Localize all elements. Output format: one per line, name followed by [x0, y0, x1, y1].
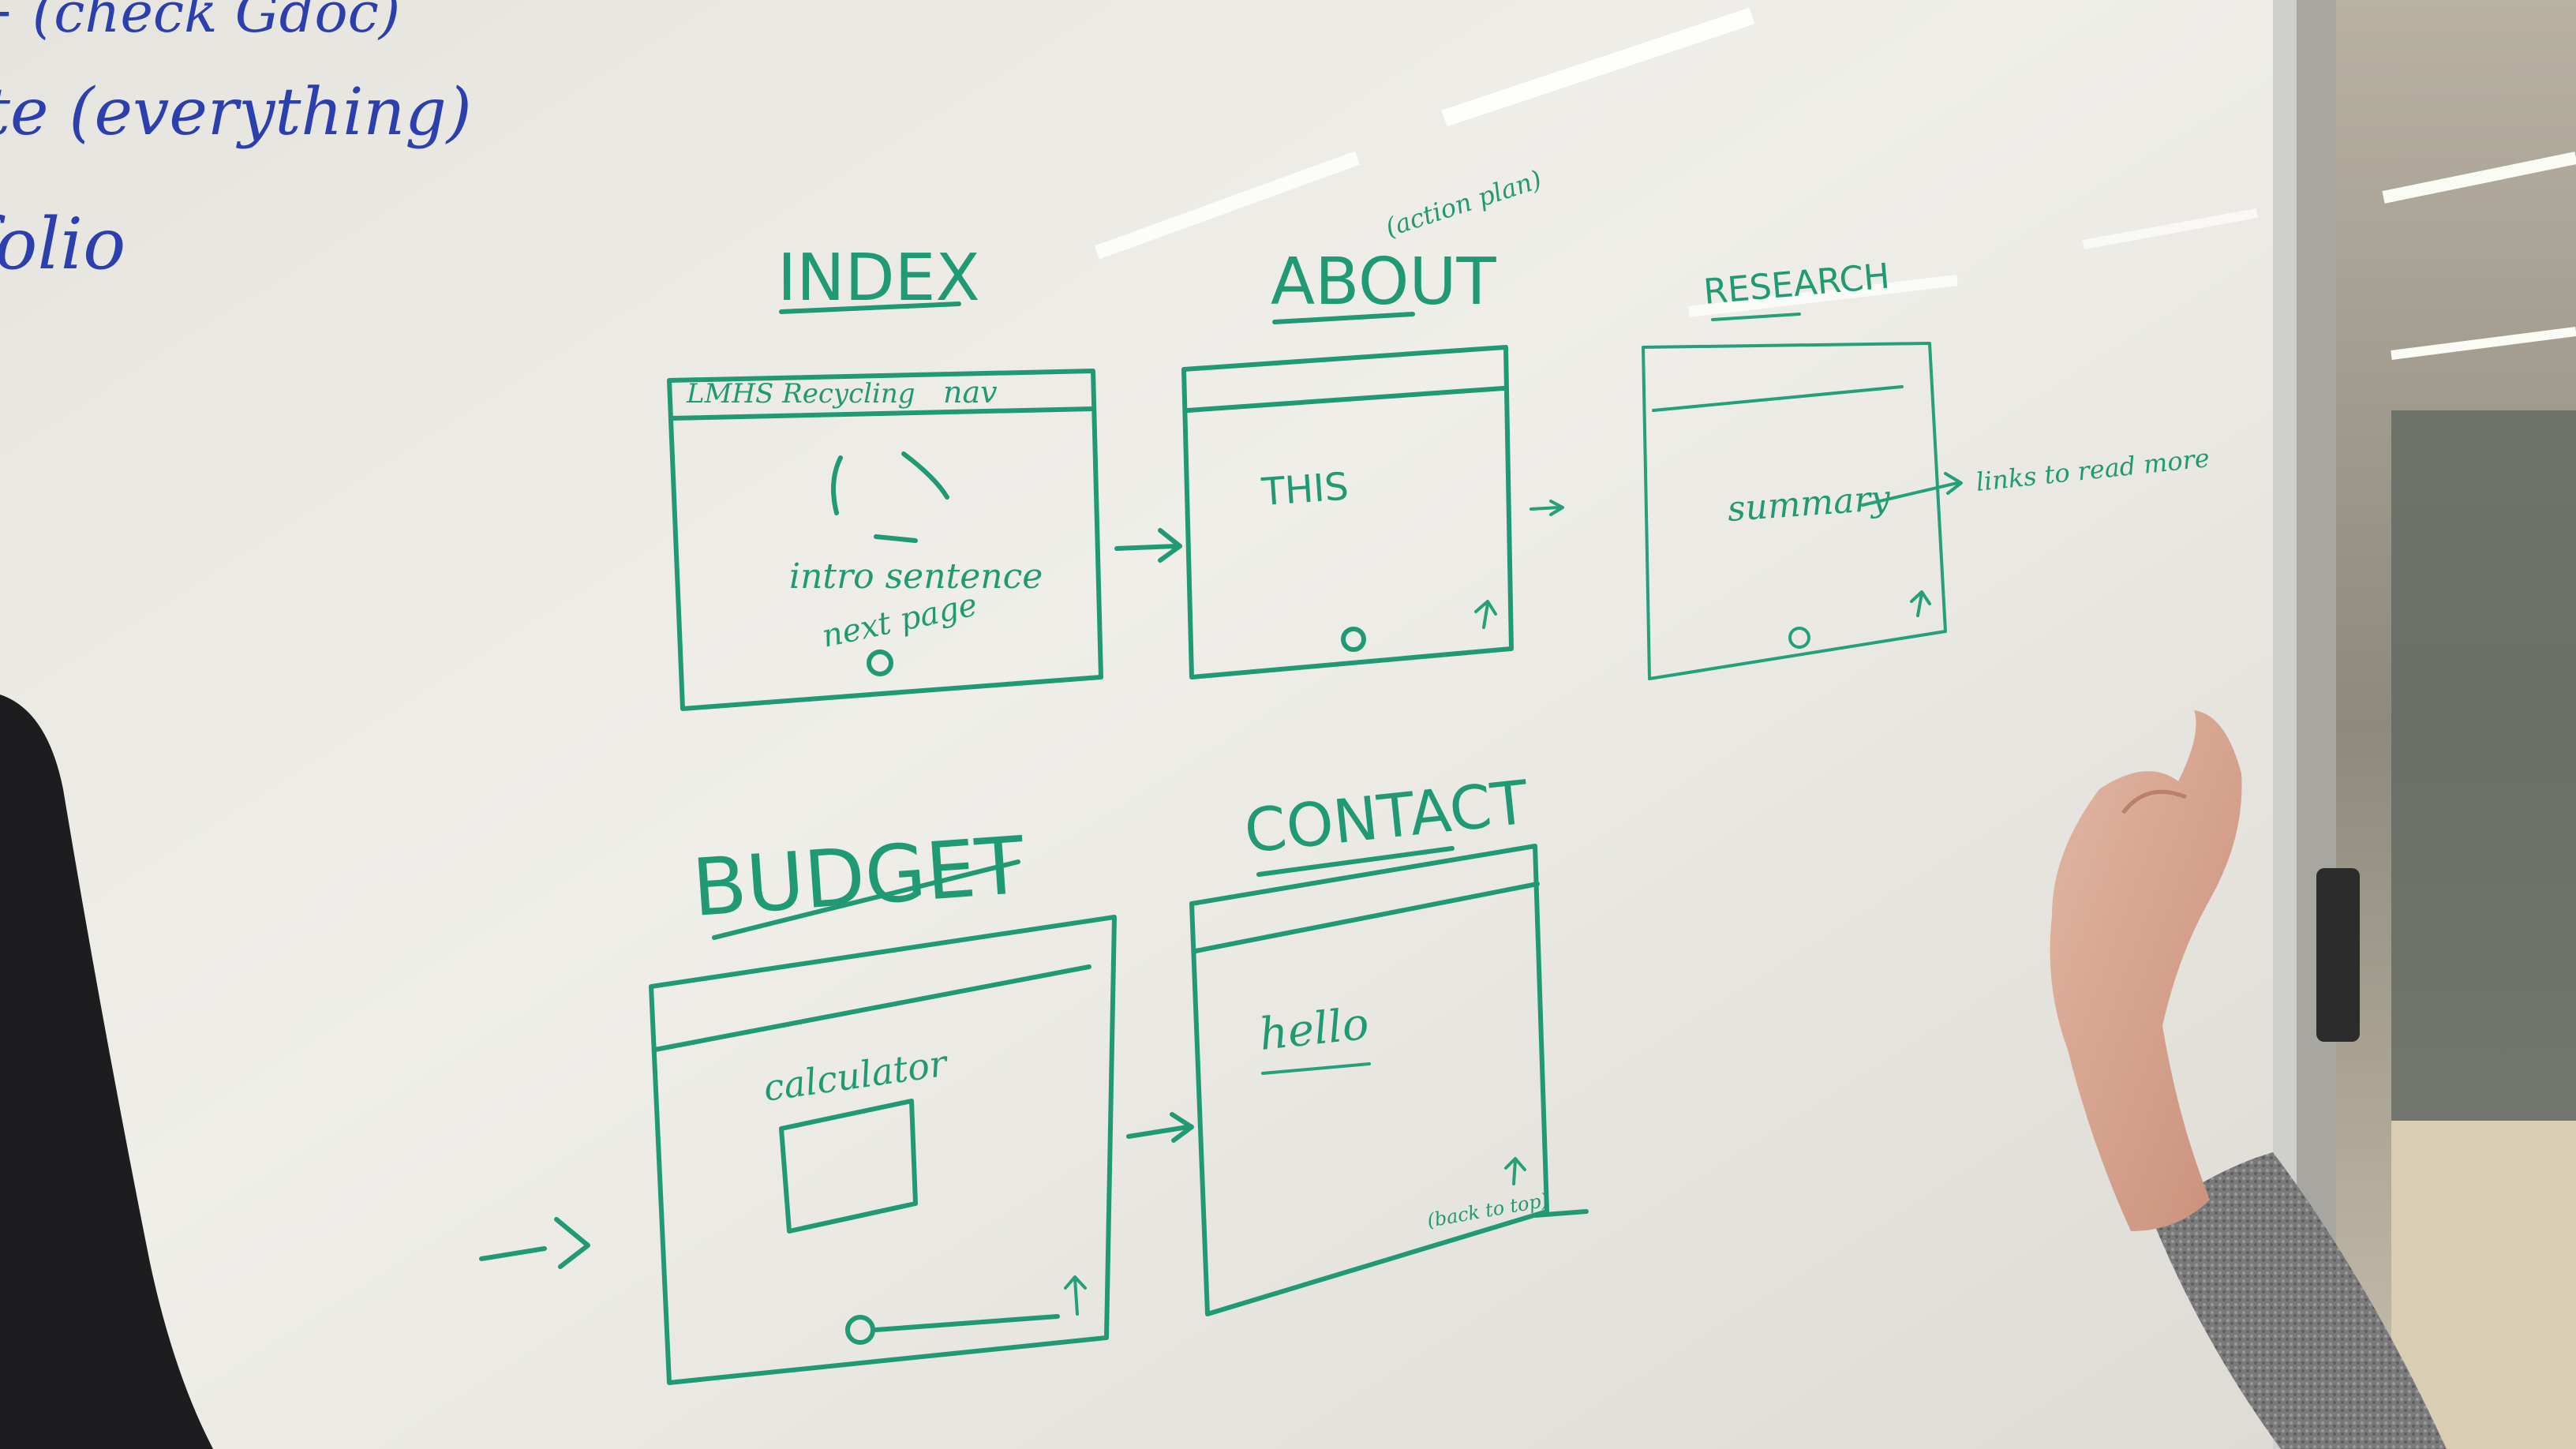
blue-note-3: folio — [0, 203, 125, 286]
ceiling-light-1 — [2382, 152, 2576, 204]
about-title: ABOUT — [1271, 245, 1496, 320]
about-body: THIS — [1260, 464, 1350, 515]
index-intro: intro sentence — [789, 556, 1043, 597]
budget-frame — [649, 915, 1117, 1385]
contact-frame — [1189, 844, 1549, 1316]
budget-next-button — [845, 1315, 875, 1345]
glare-3 — [1688, 275, 1958, 317]
index-next-button — [867, 650, 893, 676]
budget-bottom-line — [874, 1314, 1060, 1332]
about-next-button — [1341, 627, 1366, 652]
floor-area — [2391, 1121, 2576, 1449]
glare-4 — [2082, 208, 2259, 249]
blue-note-2: te (everything) — [0, 75, 472, 150]
research-up-arrow — [1910, 590, 1931, 617]
index-nav-left: LMHS Recycling — [686, 378, 915, 410]
budget-up-arrow — [1064, 1275, 1087, 1316]
glare-1 — [1441, 7, 1755, 127]
about-up-arrow — [1474, 600, 1497, 629]
arrow-about-research — [1530, 500, 1564, 516]
research-link-line — [1861, 472, 1963, 507]
blue-notes: + (check Gdoc) te (everything) folio — [0, 0, 472, 286]
raised-arm — [2050, 710, 2447, 1449]
person-left — [0, 695, 213, 1449]
research-frame — [1642, 342, 1947, 680]
glare-2 — [1094, 151, 1361, 260]
blue-note-1: + (check Gdoc) — [0, 0, 400, 45]
whiteboard-surface — [0, 0, 2289, 1449]
index-logo-sketch — [831, 451, 949, 543]
research-next-button — [1788, 627, 1810, 649]
budget-calculator-box — [779, 1099, 918, 1234]
arrow-budget-contact — [1126, 1112, 1194, 1143]
arrow-into-budget — [479, 1217, 590, 1269]
about-frame — [1181, 345, 1514, 680]
index-frame — [667, 369, 1103, 711]
door-hinge — [2316, 868, 2360, 1042]
arrow-index-about — [1114, 528, 1182, 563]
contact-body: hello — [1257, 998, 1372, 1061]
ceiling-light-2 — [2391, 327, 2576, 360]
contact-up-arrow — [1504, 1157, 1526, 1185]
index-nav-right: nav — [943, 375, 998, 410]
window-panel — [2391, 410, 2576, 1121]
